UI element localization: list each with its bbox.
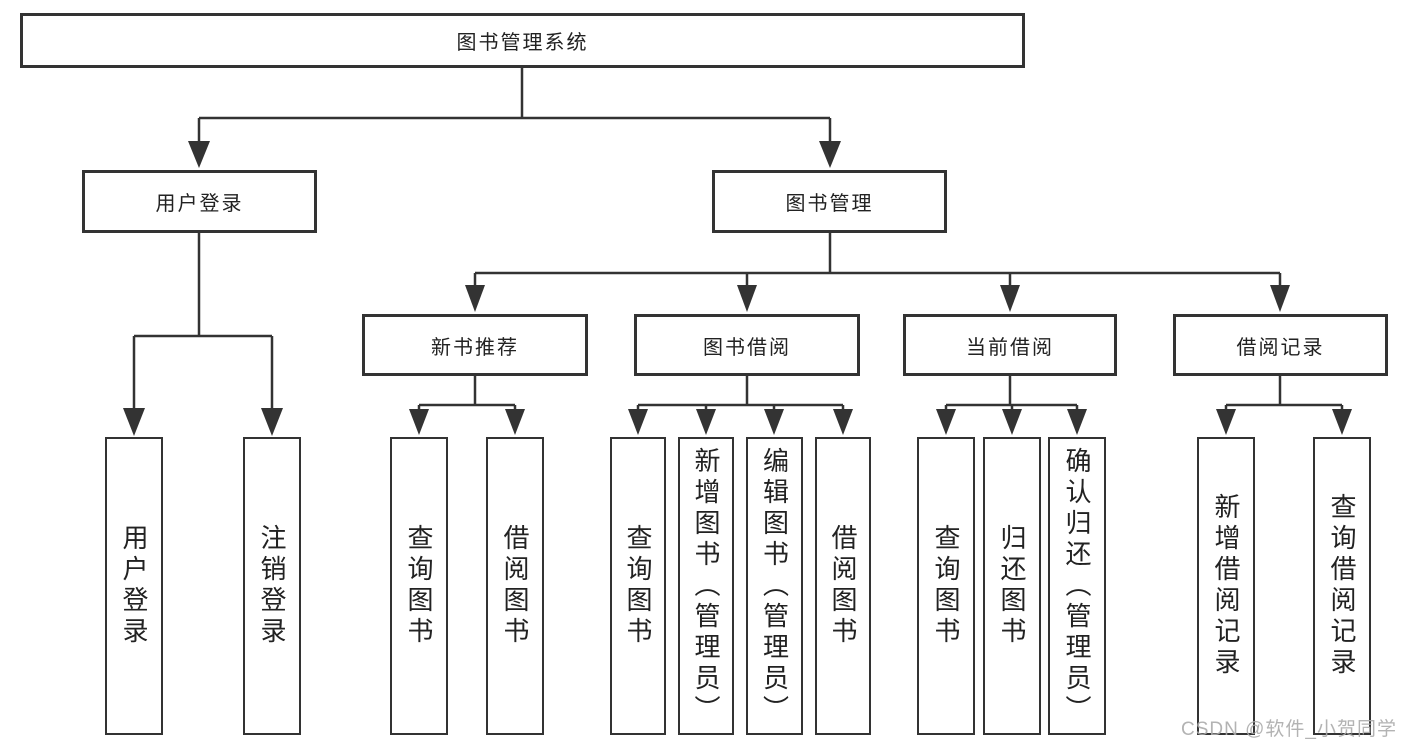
leaf-query-books-2-label: 查询图书 — [623, 524, 653, 648]
leaf-query-books-1-label: 查询图书 — [404, 524, 434, 648]
leaf-logout: 注销登录 — [243, 437, 301, 735]
node-current-borrow-label: 当前借阅 — [966, 336, 1054, 359]
node-book-mgmt-label: 图书管理 — [785, 193, 874, 215]
node-new-book-recommend-label: 新书推荐 — [431, 336, 519, 359]
node-book-mgmt: 图书管理 — [712, 170, 947, 233]
leaf-add-books-admin-label: 新增图书（管理员） — [691, 446, 721, 726]
node-book-borrow-label: 图书借阅 — [703, 336, 791, 359]
leaf-borrow-books-1: 借阅图书 — [486, 437, 544, 735]
connector-current-borrow-children — [936, 376, 1087, 435]
leaf-return-books-label: 归还图书 — [997, 524, 1027, 648]
leaf-logout-label: 注销登录 — [257, 524, 287, 648]
connector-new-book-children — [409, 376, 525, 435]
node-book-borrow: 图书借阅 — [634, 314, 860, 376]
leaf-user-login: 用户登录 — [105, 437, 163, 735]
leaf-return-books: 归还图书 — [983, 437, 1041, 735]
leaf-query-books-3: 查询图书 — [917, 437, 975, 735]
leaf-borrow-books-2: 借阅图书 — [815, 437, 871, 735]
leaf-borrow-books-2-label: 借阅图书 — [828, 524, 858, 648]
node-root-label: 图书管理系统 — [456, 32, 589, 54]
leaf-confirm-return-admin-label: 确认归还（管理员） — [1062, 446, 1092, 726]
leaf-user-login-label: 用户登录 — [119, 524, 149, 648]
leaf-edit-books-admin: 编辑图书（管理员） — [746, 437, 803, 735]
node-user-login: 用户登录 — [82, 170, 317, 233]
node-user-login-label: 用户登录 — [155, 193, 244, 215]
leaf-query-books-2: 查询图书 — [610, 437, 666, 735]
connector-user-login-branch — [123, 233, 283, 436]
node-borrow-records-label: 借阅记录 — [1236, 336, 1325, 359]
leaf-add-borrow-record: 新增借阅记录 — [1197, 437, 1255, 735]
leaf-add-books-admin: 新增图书（管理员） — [678, 437, 734, 735]
node-current-borrow: 当前借阅 — [903, 314, 1117, 376]
connector-book-mgmt-to-level3 — [465, 233, 1290, 312]
connector-root-to-level2 — [188, 66, 841, 168]
node-root: 图书管理系统 — [20, 13, 1025, 68]
leaf-query-borrow-record: 查询借阅记录 — [1313, 437, 1371, 735]
leaf-query-books-1: 查询图书 — [390, 437, 448, 735]
connector-book-borrow-children — [628, 376, 853, 435]
leaf-query-borrow-record-label: 查询借阅记录 — [1327, 493, 1357, 679]
leaf-confirm-return-admin: 确认归还（管理员） — [1048, 437, 1106, 735]
leaf-edit-books-admin-label: 编辑图书（管理员） — [759, 446, 790, 726]
leaf-add-borrow-record-label: 新增借阅记录 — [1211, 493, 1241, 679]
leaf-borrow-books-1-label: 借阅图书 — [500, 524, 530, 648]
leaf-query-books-3-label: 查询图书 — [931, 524, 961, 648]
node-new-book-recommend: 新书推荐 — [362, 314, 588, 376]
csdn-watermark: CSDN @软件_小贺同学 — [1181, 719, 1397, 740]
node-borrow-records: 借阅记录 — [1173, 314, 1388, 376]
connector-borrow-records-children — [1216, 376, 1352, 435]
